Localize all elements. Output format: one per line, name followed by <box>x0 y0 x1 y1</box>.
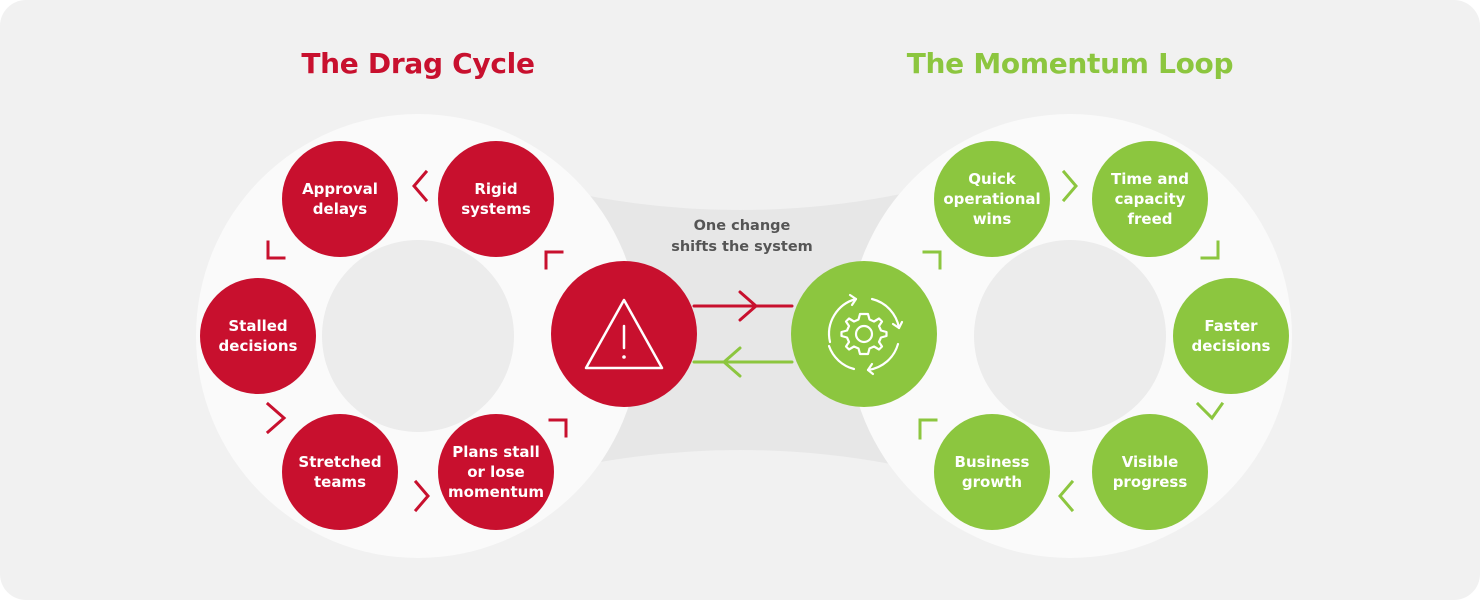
momentum-chevron-5 <box>918 418 938 440</box>
momentum-chevron-2 <box>1200 240 1220 260</box>
arrow-to-momentum-head <box>738 290 758 322</box>
momentum-node-visible-progress: Visible progress <box>1092 414 1208 530</box>
gear-cycle-icon <box>827 293 904 376</box>
drag-cycle-title: The Drag Cycle <box>301 47 535 80</box>
momentum-chevron-4 <box>1058 479 1075 513</box>
momentum-node-faster-decisions: Faster decisions <box>1173 278 1289 394</box>
momentum-node-time-capacity: Time and capacity freed <box>1092 141 1208 257</box>
drag-node-stalled-decisions: Stalled decisions <box>200 278 316 394</box>
momentum-loop-inner-circle <box>974 240 1166 432</box>
drag-node-stretched-teams: Stretched teams <box>282 414 398 530</box>
drag-chevron-3 <box>265 401 287 435</box>
arrow-to-drag-head <box>722 346 742 378</box>
drag-cycle-inner-circle <box>322 240 514 432</box>
momentum-chevron-6 <box>922 250 942 270</box>
drag-chevron-5 <box>548 418 568 438</box>
momentum-loop-title: The Momentum Loop <box>906 47 1234 80</box>
momentum-chevron-1 <box>1061 169 1078 203</box>
center-caption: One change shifts the system <box>671 218 813 255</box>
drag-node-plans-stall: Plans stall or lose momentum <box>438 414 554 530</box>
drag-chevron-6 <box>544 250 564 270</box>
drag-chevron-4 <box>413 479 430 513</box>
drag-hub <box>551 261 697 407</box>
momentum-chevron-3 <box>1195 401 1225 421</box>
drag-chevron-2 <box>266 240 286 260</box>
momentum-hub <box>791 261 937 407</box>
momentum-node-business-growth: Business growth <box>934 414 1050 530</box>
warning-triangle-icon <box>584 298 664 370</box>
drag-chevron-1 <box>412 169 429 203</box>
drag-node-rigid-systems: Rigid systems <box>438 141 554 257</box>
drag-node-approval-delays: Approval delays <box>282 141 398 257</box>
momentum-node-quick-wins: Quick operational wins <box>934 141 1050 257</box>
